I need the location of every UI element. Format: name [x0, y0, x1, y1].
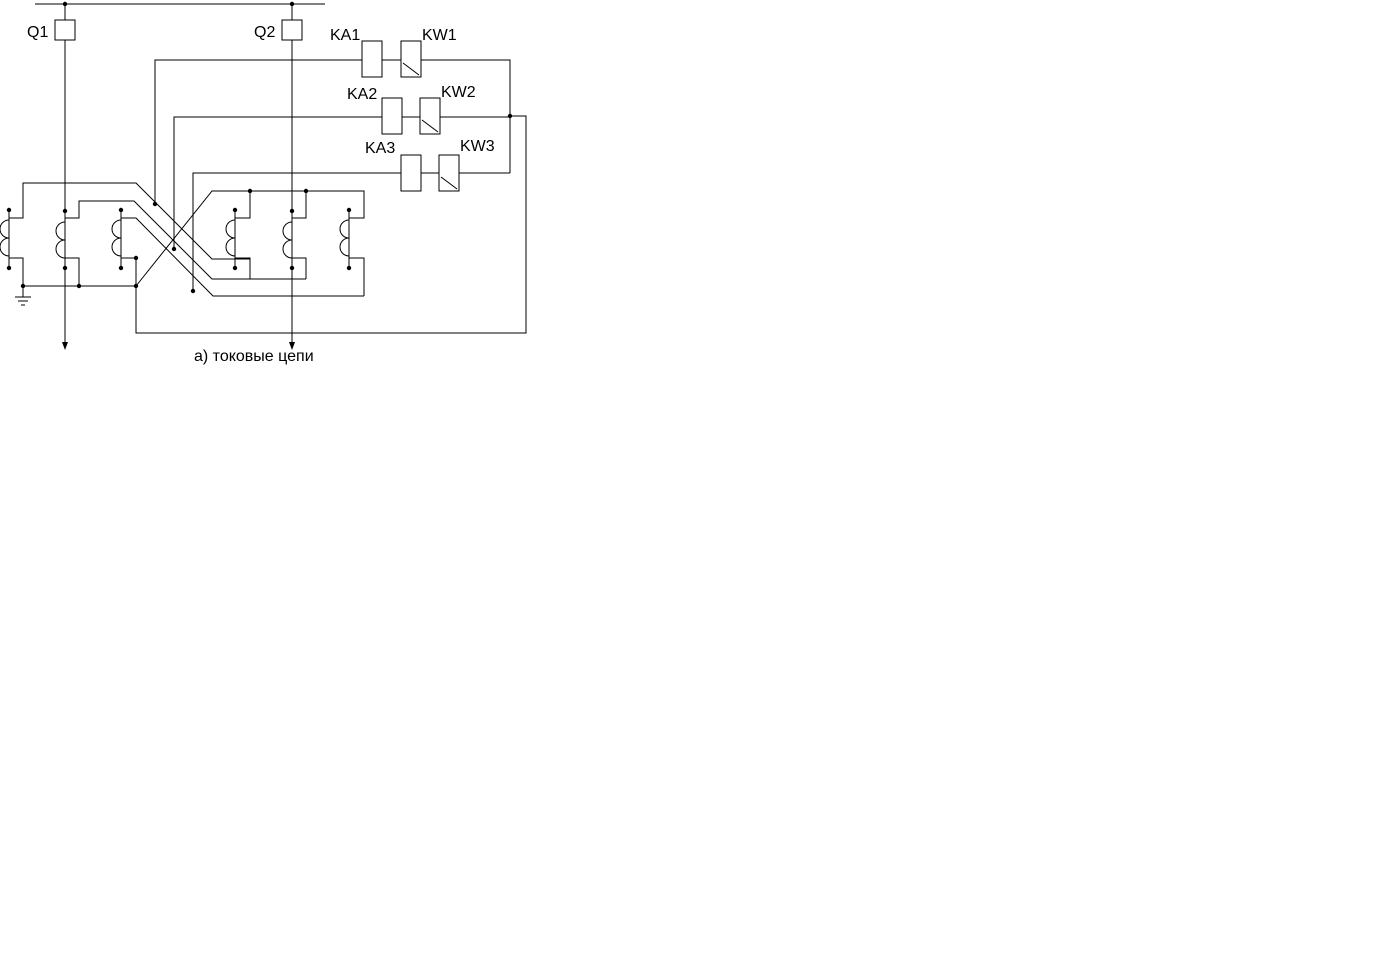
relay-kw1	[400, 40, 422, 78]
label-ka3: KA3	[365, 140, 395, 157]
ct-group-right	[135, 188, 365, 296]
label-ka1: KA1	[330, 27, 360, 44]
relay-chain-1	[152, 40, 511, 207]
label-kw3: KW3	[460, 138, 495, 155]
relay-kw2	[419, 97, 441, 135]
label-q1: Q1	[27, 24, 48, 41]
relay-chain-2	[171, 97, 513, 252]
diagram-caption: а) токовые цепи	[194, 348, 314, 365]
label-kw2: KW2	[441, 84, 476, 101]
relay-kw3	[438, 154, 460, 192]
relay-chain-3	[190, 154, 510, 294]
feeder-2	[281, 1, 303, 350]
ct-group-left	[0, 115, 527, 334]
label-ka2: KA2	[347, 86, 377, 103]
relay-ka3	[400, 154, 422, 192]
relay-ka2	[381, 97, 403, 135]
feeder-1	[54, 1, 76, 350]
breaker-q2	[281, 19, 303, 41]
feeder-2-arrow	[289, 342, 295, 350]
relay-ka1	[361, 40, 383, 78]
feeder-1-arrow	[62, 342, 68, 350]
label-q2: Q2	[254, 24, 275, 41]
label-kw1: KW1	[422, 27, 457, 44]
breaker-q1	[54, 19, 76, 41]
